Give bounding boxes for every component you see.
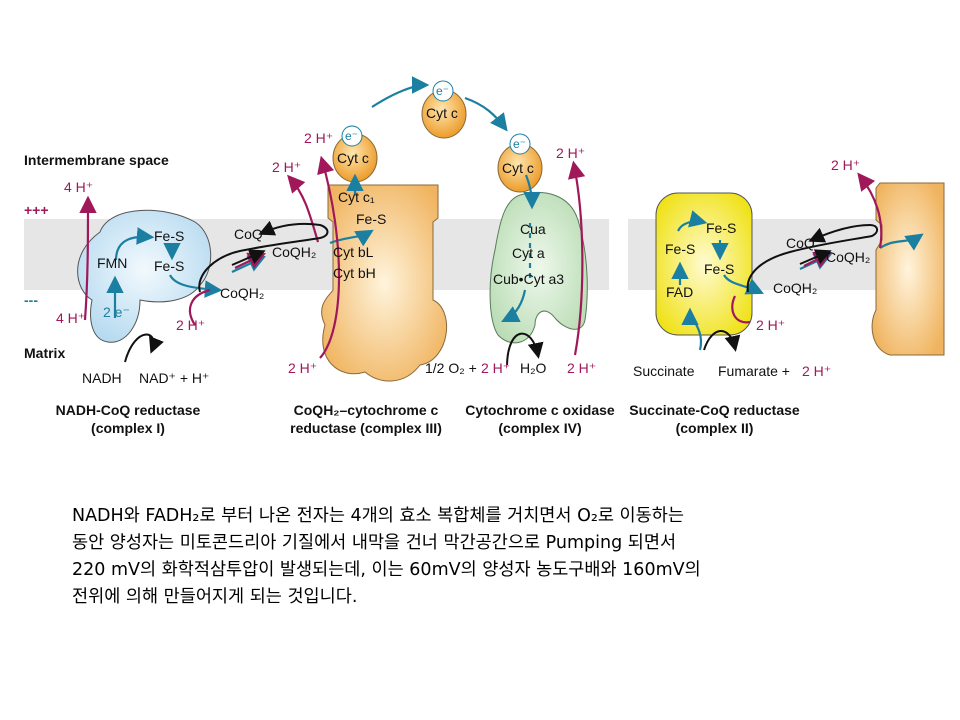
complex3-partial-shape [871,182,945,356]
charge-negative: --- [24,292,38,308]
c2-fad: FAD [666,284,694,300]
c3-cyt-bh: Cyt bH [333,265,376,281]
c2-fumarate: Fumarate + [718,363,790,379]
c3-proton-out-1: 2 H⁺ [304,130,334,146]
c2-fes-3: Fe-S [704,261,735,277]
c1-fes-2: Fe-S [154,258,185,274]
c2-coq: CoQ [786,235,815,251]
cytc-1-label: Cyt c [337,150,369,166]
c1-fmn: FMN [97,255,128,271]
c2-fes-2: Fe-S [665,241,696,257]
c3-caption: CoQH₂–cytochrome c reductase (complex II… [290,402,442,436]
electron-3: e⁻ [513,137,527,151]
c2-fes-1: Fe-S [706,220,737,236]
electron-1: e⁻ [345,129,359,143]
c1-proton-out: 4 H⁺ [64,179,94,195]
c2-coqh2-b: CoQH₂ [826,249,871,265]
c1-proton-in: 4 H⁺ [56,310,86,326]
region-intermembrane: Intermembrane space [24,152,169,168]
c1-proton-coq: 2 H⁺ [176,317,206,333]
c4-reaction-o2: 1/2 O₂ + [425,360,477,376]
c3-cyt-bl: Cyt bL [333,244,374,260]
c1-electrons: 2 e⁻ [103,304,130,320]
explanation-line-4: 전위에 의해 만들어지게 되는 것입니다. [72,587,358,607]
explanation-line-1: NADH와 FADH₂로 부터 나온 전자는 4개의 효소 복합체를 거치면서 … [72,506,684,526]
c4-cua: Cua [520,221,546,237]
c2-succinate: Succinate [633,363,695,379]
c1-nadh: NADH [82,370,122,386]
c4-proton-in: 2 H⁺ [567,360,597,376]
explanation-paragraph: NADH와 FADH₂로 부터 나온 전자는 4개의 효소 복합체를 거치면서 … [72,503,892,611]
c4-reaction-h: 2 H⁺ [481,360,511,376]
cytc-3-label: Cyt c [502,160,534,176]
c1-fes-1: Fe-S [154,228,185,244]
complex3-shape [321,184,447,382]
c4-h2o: H₂O [520,360,547,376]
c2-proton-in: 2 H⁺ [756,317,786,333]
c1-nad: NAD⁺ + H⁺ [139,370,210,386]
explanation-line-3: 220 mV의 화학적삼투압이 발생되는데, 이는 60mV의 양성자 농도구배… [72,560,701,580]
c3-cyt-c1: Cyt c₁ [338,189,375,205]
c2-caption: Succinate-CoQ reductase (complex II) [629,402,800,436]
cytc-2-label: Cyt c [426,105,458,121]
c3-proton-in: 2 H⁺ [288,360,318,376]
c4-proton-out: 2 H⁺ [556,145,586,161]
electron-2: e⁻ [436,84,450,98]
c2-proton-out: 2 H⁺ [831,157,861,173]
c3-fes: Fe-S [356,211,387,227]
c4-cub-cyta3: Cub•Cyt a3 [493,271,565,287]
c2-fumarate-h: 2 H⁺ [802,363,832,379]
complex4-shape [489,191,588,344]
c2-coqh2-a: CoQH₂ [773,280,818,296]
region-matrix: Matrix [24,345,66,361]
c3-coqh2: CoQH₂ [272,244,317,260]
c4-caption: Cytochrome c oxidase (complex IV) [465,402,615,436]
charge-positive: +++ [24,202,49,218]
c1-coqh2: CoQH₂ [220,285,265,301]
explanation-line-2: 동안 양성자는 미토콘드리아 기질에서 내막을 건너 막간공간으로 Pumpin… [72,533,677,553]
c1-caption: NADH-CoQ reductase (complex I) [55,402,201,436]
c4-cyta: Cyt a [512,245,545,261]
c1-coq: CoQ [234,226,263,242]
c3-proton-out-2: 2 H⁺ [272,159,302,175]
